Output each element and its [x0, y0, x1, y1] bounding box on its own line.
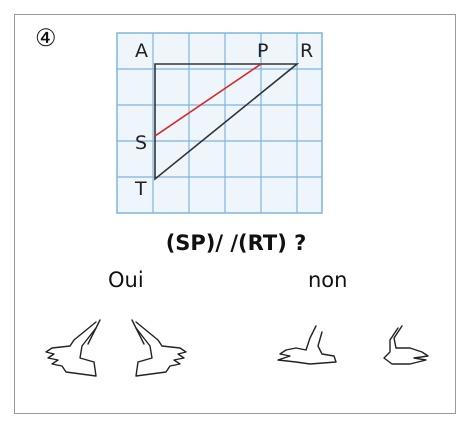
- answer-hands: [45, 319, 429, 377]
- label-point-T: T: [134, 178, 147, 200]
- label-point-S: S: [135, 132, 147, 154]
- triangle-ART: [154, 63, 300, 181]
- exercise-number: ④: [35, 25, 57, 52]
- label-point-P: P: [257, 40, 268, 62]
- answer-non[interactable]: non: [308, 268, 348, 292]
- question-text: (SP)/ /(RT) ?: [165, 231, 307, 255]
- label-point-R: R: [300, 40, 313, 62]
- segment-SP: [154, 63, 262, 137]
- hands-raised-icon[interactable]: [45, 319, 187, 377]
- geometry-figure: A P R S T: [116, 32, 323, 214]
- answer-oui[interactable]: Oui: [108, 268, 144, 292]
- hands-down-icon[interactable]: [277, 325, 429, 365]
- label-point-A: A: [135, 40, 148, 62]
